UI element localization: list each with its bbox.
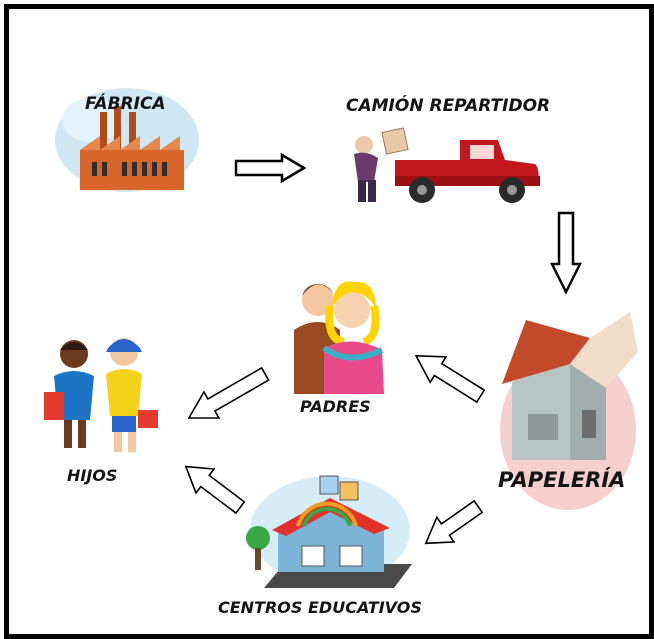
factory-label: FÁBRICA <box>85 94 166 114</box>
children-label: HIJOS <box>67 466 118 485</box>
stationery-label: PAPELERÍA <box>498 468 626 492</box>
arrow-stationery-to-parents <box>414 354 486 404</box>
parents-illustration <box>294 281 384 394</box>
arrow-factory-to-truck <box>234 152 307 184</box>
arrow-stationery-to-schools <box>424 499 484 545</box>
truck-illustration <box>354 127 540 203</box>
schools-node <box>244 468 416 600</box>
schools-label: CENTROS EDUCATIVOS <box>218 598 422 617</box>
truck-label: CAMIÓN REPARTIDOR <box>346 96 551 116</box>
arrow-parents-to-children <box>187 366 270 419</box>
factory-node <box>52 70 207 195</box>
truck-node <box>340 120 550 212</box>
schools-illustration <box>246 475 412 588</box>
children-illustration <box>44 338 158 452</box>
arrow-truck-to-stationery <box>549 211 583 295</box>
children-node <box>38 332 168 460</box>
factory-illustration <box>55 88 199 192</box>
parents-node <box>288 270 400 398</box>
stationery-illustration <box>500 312 638 510</box>
arrow-schools-to-children <box>184 465 246 515</box>
parents-label: PADRES <box>300 397 371 416</box>
stationery-node <box>498 310 644 510</box>
